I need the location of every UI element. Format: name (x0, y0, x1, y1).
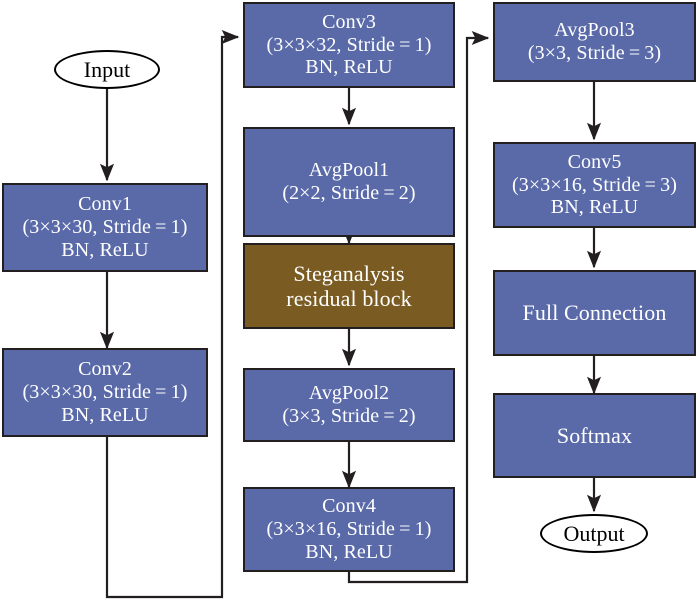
node-conv2-line2: (3×3×30, Stride = 1) (22, 381, 188, 404)
node-conv2[interactable]: Conv2 (3×3×30, Stride = 1) BN, ReLU (2, 348, 208, 437)
node-avgpool2-line2: (3×3, Stride = 2) (282, 405, 416, 427)
node-conv1[interactable]: Conv1 (3×3×30, Stride = 1) BN, ReLU (2, 183, 208, 272)
node-avgpool1-line2: (2×2, Stride = 2) (282, 182, 416, 204)
node-conv5-line1: Conv5 (567, 150, 622, 173)
terminal-output[interactable]: Output (540, 514, 648, 553)
node-full-connection[interactable]: Full Connection (493, 270, 696, 356)
node-conv5-line2: (3×3×16, Stride = 3) (512, 173, 677, 196)
node-conv2-line1: Conv2 (78, 358, 132, 381)
node-softmax[interactable]: Softmax (493, 393, 696, 478)
terminal-input[interactable]: Input (54, 50, 160, 89)
node-avgpool3-line2: (3×3, Stride = 3) (527, 42, 662, 64)
node-avgpool3-line1: AvgPool3 (554, 19, 635, 42)
node-conv4-line2: (3×3×16, Stride = 1) (266, 518, 432, 541)
node-avgpool1[interactable]: AvgPool1 (2×2, Stride = 2) (243, 127, 455, 237)
node-conv4-line3: BN, ReLU (305, 540, 393, 563)
node-conv4[interactable]: Conv4 (3×3×16, Stride = 1) BN, ReLU (243, 487, 455, 572)
node-conv4-line1: Conv4 (322, 495, 376, 518)
node-conv5-line3: BN, ReLU (550, 196, 639, 219)
node-conv2-line3: BN, ReLU (61, 403, 149, 426)
node-residual-line2: residual block (286, 286, 412, 311)
node-conv3-line1: Conv3 (322, 10, 376, 33)
node-avgpool1-line1: AvgPool1 (308, 159, 390, 182)
node-softmax-label: Softmax (556, 422, 633, 448)
node-conv3-line3: BN, ReLU (305, 56, 393, 79)
terminal-output-label: Output (563, 520, 625, 546)
node-full-connection-label: Full Connection (522, 300, 667, 326)
node-conv1-line1: Conv1 (78, 193, 132, 216)
terminal-input-label: Input (83, 56, 131, 82)
node-conv3[interactable]: Conv3 (3×3×32, Stride = 1) BN, ReLU (243, 2, 455, 88)
node-conv1-line3: BN, ReLU (61, 238, 149, 261)
node-steganalysis-residual-block[interactable]: Steganalysis residual block (243, 243, 455, 329)
node-conv1-line2: (3×3×30, Stride = 1) (22, 216, 188, 239)
node-avgpool2-line1: AvgPool2 (308, 382, 390, 405)
node-avgpool2[interactable]: AvgPool2 (3×3, Stride = 2) (243, 368, 455, 442)
edge-conv2-to-conv3 (105, 29, 240, 599)
node-conv5[interactable]: Conv5 (3×3×16, Stride = 3) BN, ReLU (493, 142, 696, 228)
node-conv3-line2: (3×3×32, Stride = 1) (266, 33, 432, 56)
node-residual-line1: Steganalysis (293, 260, 405, 286)
node-avgpool3[interactable]: AvgPool3 (3×3, Stride = 3) (493, 2, 696, 82)
